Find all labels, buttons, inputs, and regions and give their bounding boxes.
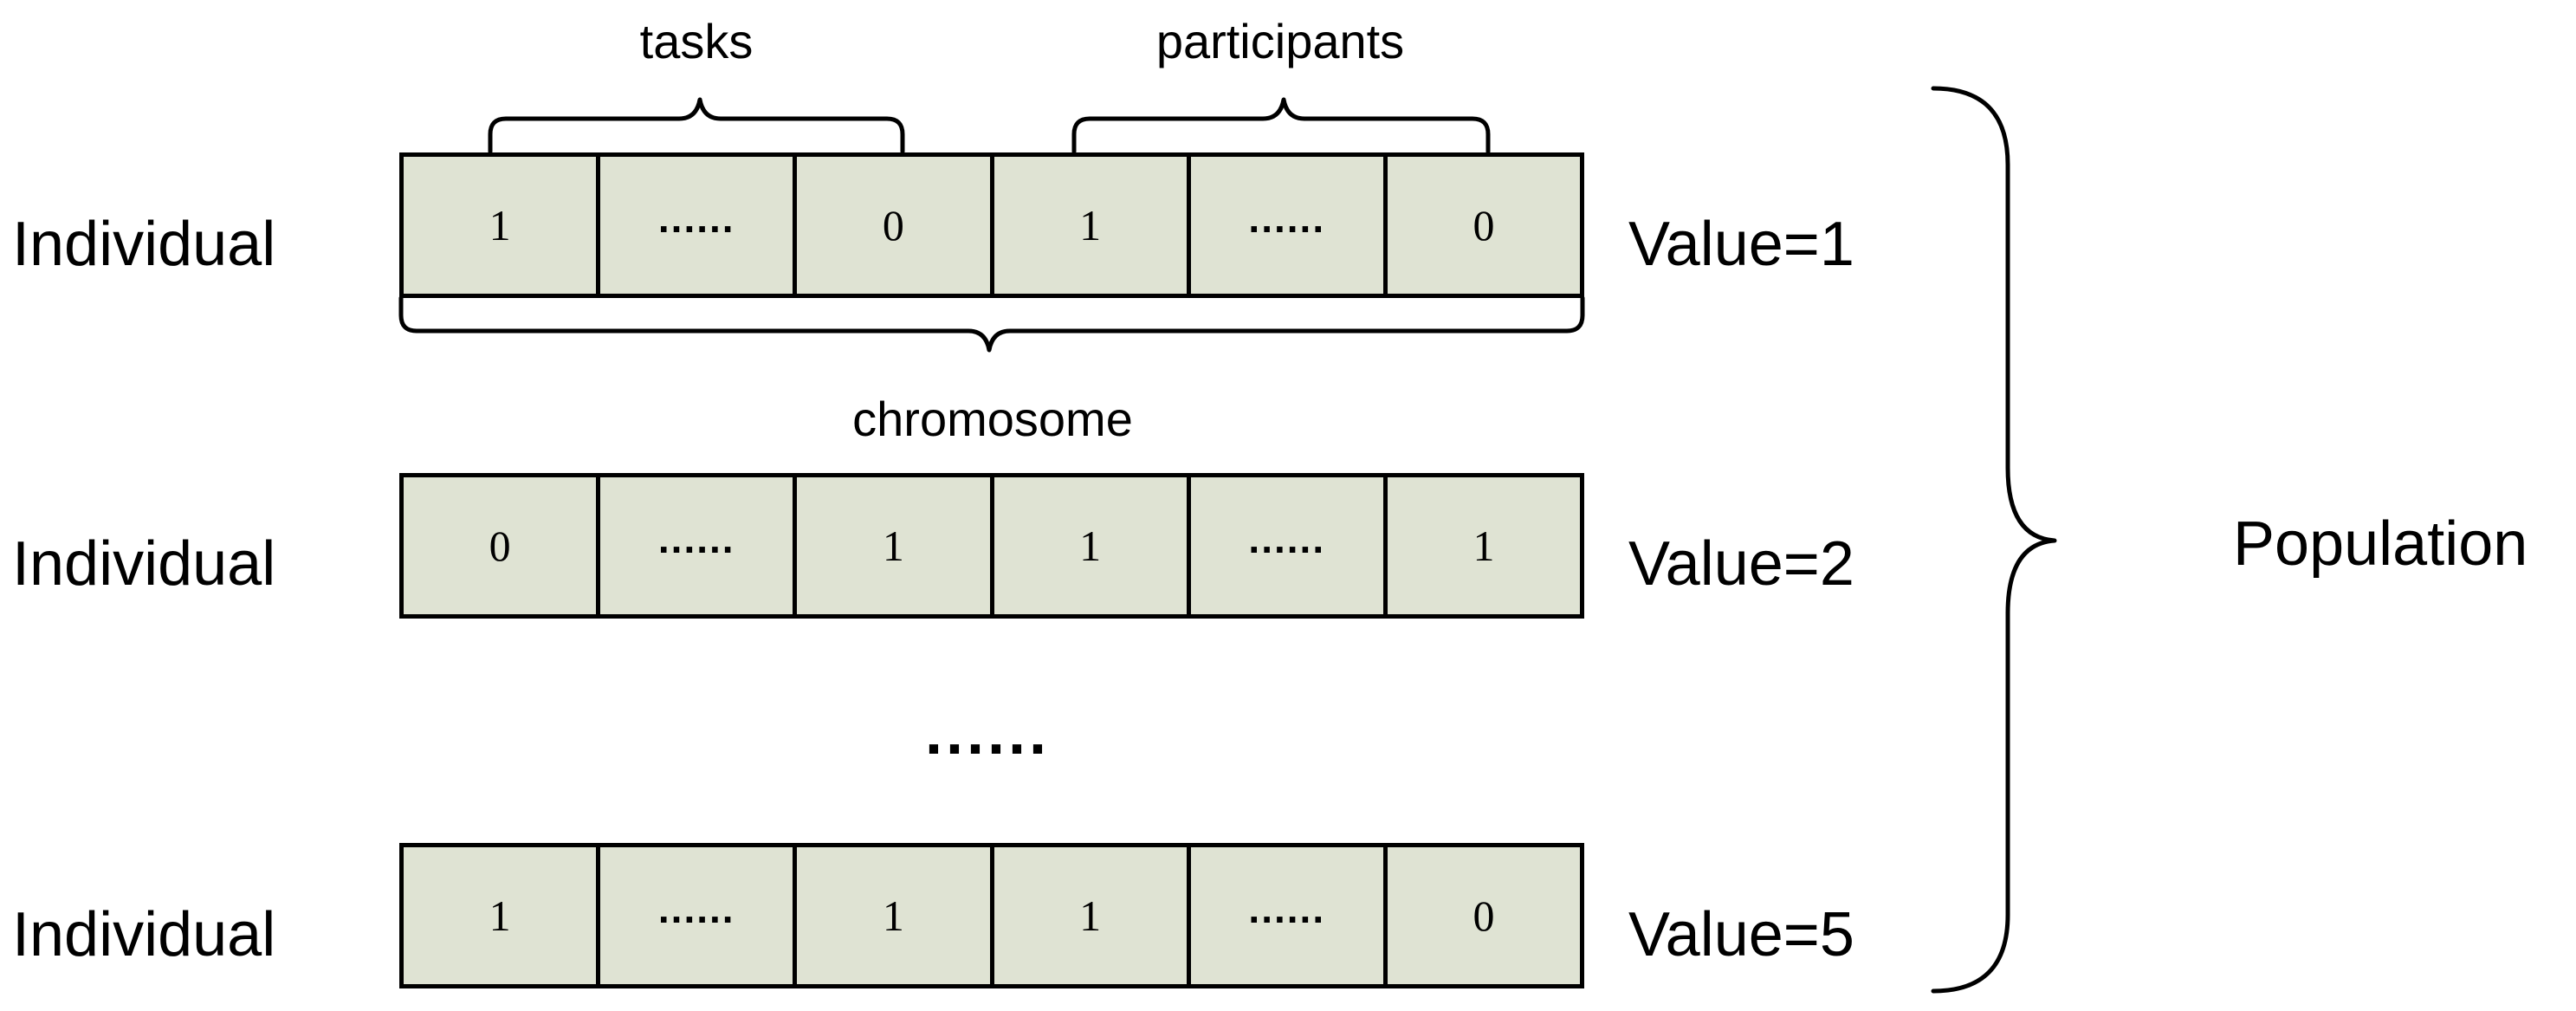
gene-cell: 0 [797, 157, 994, 294]
gene-cell-ellipsis: ...... [600, 847, 798, 984]
population-brace [1931, 86, 2057, 994]
value-label-2: Value=2 [1628, 529, 1854, 599]
gene-cell: 1 [404, 157, 601, 294]
chromosome-brace [398, 295, 1585, 353]
tasks-brace [488, 97, 905, 154]
gene-cell: 1 [404, 847, 601, 984]
chromosome-row-1: 1 ...... 0 1 ...... 0 [399, 152, 1584, 298]
gene-cell: 1 [797, 477, 994, 614]
gene-cell: 1 [797, 847, 994, 984]
value-label-3: Value=5 [1628, 900, 1854, 969]
individual-label-1: Individual [12, 210, 276, 279]
chromosome-row-2: 0 ...... 1 1 ...... 1 [399, 473, 1584, 619]
individual-label-2: Individual [12, 529, 276, 599]
gene-cell-ellipsis: ...... [1191, 847, 1388, 984]
gene-cell-ellipsis: ...... [1191, 477, 1388, 614]
chromosome-row-3: 1 ...... 1 1 ...... 0 [399, 843, 1584, 988]
more-individuals-ellipsis: ...... [924, 698, 1051, 768]
gene-cell: 0 [1472, 201, 1495, 250]
gene-cell: 0 [1472, 891, 1495, 940]
individual-label-3: Individual [12, 900, 276, 969]
gene-cell-ellipsis: ...... [600, 157, 798, 294]
participants-label: participants [1155, 14, 1405, 68]
gene-cell: 1 [1472, 522, 1495, 570]
chromosome-label: chromosome [852, 392, 1133, 446]
gene-cell: 1 [994, 157, 1191, 294]
value-label-1: Value=1 [1628, 210, 1854, 279]
gene-cell-ellipsis: ...... [600, 477, 798, 614]
population-label: Population [2233, 509, 2528, 579]
gene-cell-ellipsis: ...... [1191, 157, 1388, 294]
gene-cell: 1 [994, 847, 1191, 984]
gene-cell: 1 [994, 477, 1191, 614]
participants-brace [1071, 97, 1491, 154]
gene-cell: 0 [404, 477, 601, 614]
tasks-label: tasks [639, 14, 754, 68]
